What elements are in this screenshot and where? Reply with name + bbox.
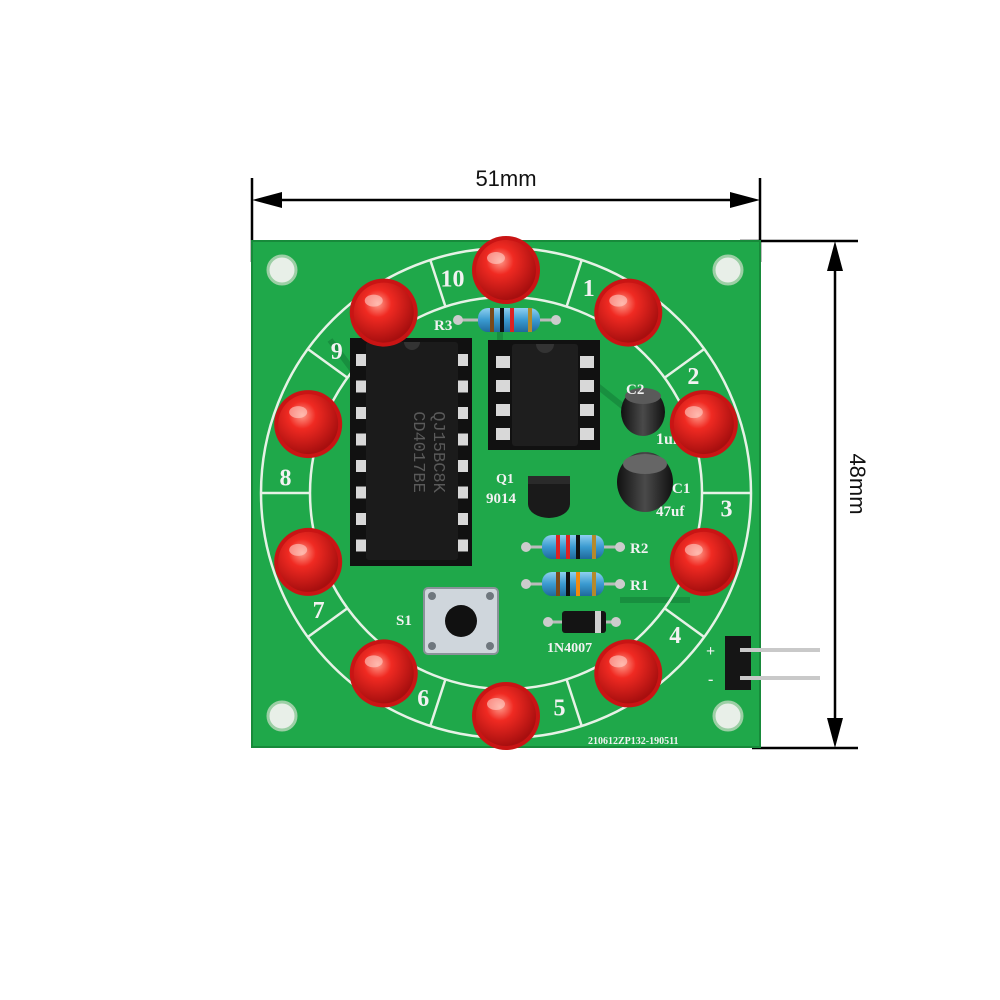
resistor-r1: R1 — [521, 572, 648, 596]
ring-number-8: 8 — [280, 466, 292, 492]
ring-number-3: 3 — [720, 496, 732, 522]
resistor-r3: R3 — [434, 308, 561, 334]
red-led — [669, 527, 738, 596]
width-label: 51mm — [475, 166, 536, 191]
height-label: 48mm — [845, 453, 870, 514]
ic1-marking-line2: CD4017BE — [408, 411, 427, 493]
diode-1n4007: 1N4007 — [543, 611, 621, 656]
ic-8pin — [488, 340, 600, 450]
red-led — [349, 278, 418, 347]
serial-number: 210612ZP132-190511 — [588, 736, 679, 747]
c1-value: 47uf — [656, 504, 685, 520]
capacitor-c1: C1 47uf — [617, 452, 690, 520]
red-led — [349, 639, 418, 708]
red-led — [472, 682, 540, 750]
ring-number-1: 1 — [583, 276, 595, 302]
r3-label: R3 — [434, 318, 452, 334]
diode-label: 1N4007 — [547, 641, 592, 656]
q1-value: 9014 — [486, 491, 517, 507]
led-ring — [274, 236, 738, 750]
power-header: + - — [706, 636, 820, 690]
pin-plus-label: + — [706, 643, 715, 660]
r2-label: R2 — [630, 541, 648, 557]
transistor-q1: Q1 9014 — [486, 472, 570, 518]
q1-label: Q1 — [496, 472, 514, 487]
ring-number-5: 5 — [553, 695, 565, 721]
red-led — [669, 390, 738, 459]
red-led — [274, 390, 343, 459]
resistor-r2: R2 — [521, 535, 648, 559]
ic1-marking-line1: QJ15BC8K — [428, 411, 447, 493]
ring-number-9: 9 — [331, 339, 343, 365]
push-button-s1: S1 — [396, 587, 499, 655]
c1-label: C1 — [672, 481, 690, 497]
red-led — [594, 639, 663, 708]
height-dimension: 48mm — [740, 239, 870, 750]
ic-cd4017: QJ15BC8K CD4017BE — [350, 338, 472, 566]
red-led — [274, 527, 343, 596]
ring-number-6: 6 — [417, 686, 429, 712]
ring-number-7: 7 — [313, 598, 325, 624]
ring-number-2: 2 — [687, 364, 699, 390]
mounting-holes — [266, 254, 744, 732]
red-led — [594, 278, 663, 347]
ring-number-10: 10 — [441, 267, 465, 293]
width-dimension: 51mm — [250, 166, 762, 262]
pin-minus-label: - — [708, 671, 713, 688]
red-led — [472, 236, 540, 304]
pcb-board: 1 2 3 4 5 6 7 8 9 10 — [251, 240, 761, 748]
ring-number-4: 4 — [669, 623, 681, 649]
s1-label: S1 — [396, 613, 412, 629]
r1-label: R1 — [630, 578, 648, 594]
c2-label: C2 — [626, 382, 644, 398]
